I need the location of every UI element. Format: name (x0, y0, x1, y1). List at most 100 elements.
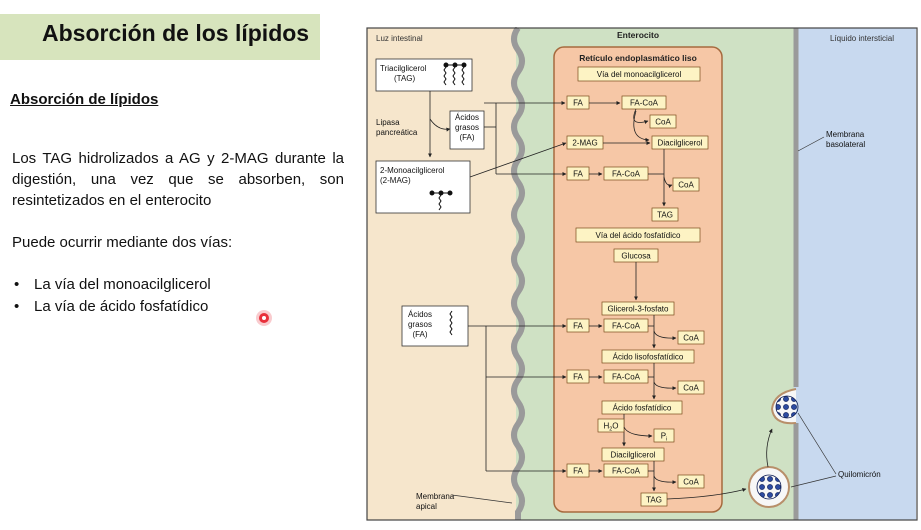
pa-pathway-title-box (575, 227, 701, 243)
slide-title: Absorción de los lípidos (42, 20, 310, 46)
fa-label: FA (573, 373, 583, 382)
mag-label-er: 2-MAG (572, 139, 597, 148)
coa-label: CoA (683, 334, 699, 343)
er-region (553, 46, 723, 513)
apical-label: Membrana (416, 492, 455, 501)
fa-box (566, 463, 590, 478)
coa-box (649, 114, 677, 129)
mag-box-er (566, 135, 604, 150)
mag-pathway-title: Vía del monoacilglicerol (597, 70, 682, 79)
facoa-label: FA-CoA (612, 373, 641, 382)
list-item: La vía de ácido fosfatídico (12, 296, 211, 318)
lipid-absorption-diagram: Luz intestinal Enterocito Líquido inters… (366, 27, 918, 521)
reaction-arrow (653, 475, 677, 485)
title-bar (0, 14, 320, 60)
chylomicron-label: Quilomicrón (838, 470, 881, 479)
coa-box (677, 474, 705, 489)
apical-pointer (451, 494, 513, 504)
tag-label: Triacilglicerol (380, 64, 427, 73)
pathways-intro: Puede ocurrir mediante dos vías: (12, 234, 233, 251)
pi-box (653, 428, 675, 443)
fa-label: FA (573, 322, 583, 331)
fatty-acid-label: grasos (455, 123, 479, 132)
facoa-label: FA-CoA (612, 170, 641, 179)
pi-label: Pi (661, 432, 668, 443)
mag-box (375, 160, 471, 214)
coa-box (672, 177, 700, 192)
coa-box (677, 330, 705, 345)
tag-box-er (640, 492, 668, 507)
mag-entry-arrow (469, 142, 567, 178)
fa-label: FA (573, 467, 583, 476)
coa-label: CoA (655, 118, 671, 127)
list-item: La vía del monoacilglicerol (12, 274, 211, 296)
dag-box (651, 135, 709, 150)
lpa-label: Ácido lisofosfatídico (613, 353, 684, 362)
facoa-label: FA-CoA (612, 322, 641, 331)
dag-box (601, 447, 665, 462)
g3p-label: Glicerol-3-fosfato (608, 305, 669, 314)
fatty-acid-label: grasos (408, 320, 432, 329)
lipase-label: Lipasa (376, 118, 400, 127)
lipase-branch-arrow (429, 118, 451, 132)
fa-label: FA (573, 170, 583, 179)
lipase-label: pancreática (376, 128, 418, 137)
tag-box-er (651, 207, 679, 222)
tag-label-er: TAG (657, 211, 673, 220)
basolateral-label: Membrana (826, 130, 865, 139)
apical-membrane (511, 27, 525, 520)
mag-pathway-title-box (577, 66, 701, 82)
fa-box (566, 318, 590, 333)
fa-box (566, 95, 590, 110)
triglyceride-icon (443, 62, 467, 86)
lumen-label: Luz intestinal (376, 34, 423, 43)
h2o-box (597, 418, 625, 433)
fatty-acid-label: Ácidos (455, 113, 479, 122)
fatty-acid-label: Ácidos (408, 310, 432, 319)
pa-pathway-title: Vía del ácido fosfatídico (596, 231, 681, 240)
reaction-arrow (633, 108, 649, 124)
chylomicron-icon (748, 466, 790, 508)
enterocyte-label: Enterocito (617, 30, 659, 40)
apical-label: apical (416, 502, 437, 511)
reaction-arrow (653, 381, 677, 391)
tag-label: (TAG) (394, 74, 416, 83)
chylomicron-pointer (797, 412, 837, 475)
facoa-box (603, 318, 649, 333)
interstitial-label: Líquido intersticial (830, 34, 894, 43)
glucose-label: Glucosa (621, 252, 651, 261)
dag-label: Diacilglicerol (658, 139, 703, 148)
fatty-acid-box (449, 110, 485, 150)
fa-label: FA (573, 99, 583, 108)
fa-box (566, 166, 590, 181)
facoa-box (603, 369, 649, 384)
fatty-acid-box (401, 305, 469, 347)
facoa-box (621, 95, 667, 110)
coa-label: CoA (683, 384, 699, 393)
diagram-frame (366, 27, 918, 521)
lpa-box (601, 349, 695, 364)
chylomicron-icon (770, 388, 799, 425)
exocytosis-arrow (766, 428, 773, 468)
reaction-arrow (633, 110, 650, 142)
intro-paragraph: Los TAG hidrolizados a AG y 2-MAG durant… (12, 150, 344, 209)
g3p-box (601, 301, 675, 316)
reaction-arrow (623, 426, 653, 438)
chylomicron-pointer (790, 475, 837, 488)
facoa-box (603, 463, 649, 478)
coa-box (677, 380, 705, 395)
reaction-arrow (666, 487, 747, 500)
coa-label: CoA (678, 181, 694, 190)
reaction-arrow (653, 330, 677, 341)
mag-label: 2-Monoacilglicerol (380, 166, 445, 175)
fatty-acid-label: (FA) (459, 133, 474, 142)
fatty-acid-label: (FA) (412, 330, 427, 339)
pathway-list: La vía del monoacilglicerol La vía de ác… (12, 274, 211, 318)
facoa-label: FA-CoA (630, 99, 659, 108)
er-label: Retículo endoplasmático liso (579, 53, 697, 63)
laser-pointer-icon (259, 313, 269, 323)
reaction-arrow (663, 176, 673, 189)
interstitial-region (794, 28, 916, 520)
coa-label: CoA (683, 478, 699, 487)
h2o-label: H2O (603, 422, 618, 433)
